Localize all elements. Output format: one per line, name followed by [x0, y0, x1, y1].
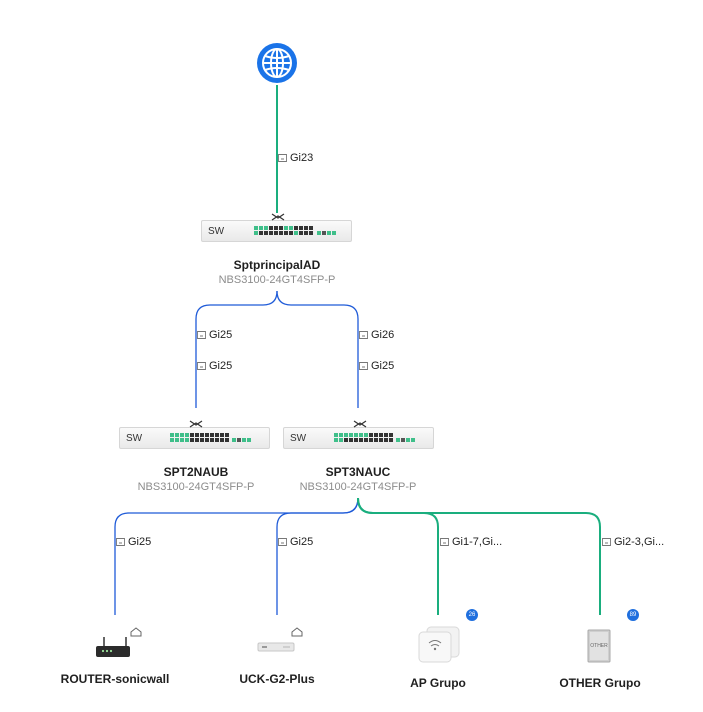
port-icon — [116, 538, 125, 546]
port-icon — [197, 331, 206, 339]
other-count-badge: 89 — [627, 609, 639, 621]
port-text: Gi1-7,Gi... — [452, 536, 503, 548]
switch-core-device[interactable]: SW — [201, 213, 352, 242]
port-icon — [359, 362, 368, 370]
port-label-core-s2-up: Gi25 — [197, 329, 232, 341]
switch-ports — [334, 433, 393, 442]
ap-count-badge: 26 — [466, 609, 478, 621]
port-label-core-s3-up: Gi26 — [359, 329, 394, 341]
port-text: Gi26 — [371, 329, 395, 341]
switch-s3-model: NBS3100-24GT4SFP-P — [299, 481, 417, 493]
port-icon — [602, 538, 611, 546]
endpoint-other-name[interactable]: OTHER Grupo — [559, 676, 641, 690]
switch-logo-icon — [189, 420, 203, 428]
link-s3-ap[interactable] — [357, 497, 439, 615]
other-device-text: OTHER — [590, 643, 608, 649]
switch-core-name[interactable]: SptprincipalAD — [233, 258, 321, 272]
port-icon — [278, 538, 287, 546]
port-text: Gi25 — [128, 536, 152, 548]
link-s3-other[interactable] — [357, 497, 601, 615]
port-icon — [359, 331, 368, 339]
switch-logo-icon — [353, 420, 367, 428]
switch-type-tag: SW — [290, 433, 307, 444]
switch-s2-device[interactable]: SW — [119, 420, 270, 449]
switch-sfp-ports — [232, 438, 251, 442]
link-core-s2[interactable] — [195, 290, 278, 408]
other-group-icon[interactable] — [587, 629, 611, 663]
port-label-uck: Gi25 — [278, 536, 313, 548]
port-text: Gi23 — [290, 152, 314, 164]
switch-ports — [254, 226, 313, 235]
router-device-icon[interactable] — [96, 637, 130, 657]
link-s3-router[interactable] — [114, 497, 359, 615]
switch-logo-icon — [271, 213, 285, 221]
link-core-s3[interactable] — [276, 290, 359, 408]
port-icon — [197, 362, 206, 370]
switch-s3-name[interactable]: SPT3NAUC — [325, 465, 391, 479]
switch-sfp-ports — [317, 231, 336, 235]
endpoint-ap-name[interactable]: AP Grupo — [410, 676, 466, 690]
port-label-ap: Gi1-7,Gi... — [440, 536, 502, 548]
port-text: Gi25 — [371, 360, 395, 372]
uck-device-icon[interactable] — [257, 642, 295, 652]
port-label-other: Gi2-3,Gi... — [602, 536, 664, 548]
link-s3-uck[interactable] — [276, 497, 359, 615]
switch-type-tag: SW — [208, 226, 225, 237]
switch-ports — [170, 433, 229, 442]
endpoint-router-name[interactable]: ROUTER-sonicwall — [60, 672, 170, 686]
port-label-core-s2-down: Gi25 — [197, 360, 232, 372]
endpoint-uck-name[interactable]: UCK-G2-Plus — [239, 672, 315, 686]
switch-s2-name[interactable]: SPT2NAUB — [163, 465, 229, 479]
switch-sfp-ports — [396, 438, 415, 442]
port-text: Gi2-3,Gi... — [614, 536, 665, 548]
port-text: Gi25 — [209, 360, 233, 372]
port-text: Gi25 — [290, 536, 314, 548]
uck-status-icon — [291, 627, 303, 637]
port-label-router: Gi25 — [116, 536, 151, 548]
router-status-icon — [130, 627, 142, 637]
port-icon — [278, 154, 287, 162]
port-label-internet: Gi23 — [278, 152, 313, 164]
ap-group-icon[interactable] — [418, 626, 460, 663]
switch-core-model: NBS3100-24GT4SFP-P — [218, 274, 336, 286]
switch-s3-device[interactable]: SW — [283, 420, 434, 449]
switch-s2-model: NBS3100-24GT4SFP-P — [137, 481, 255, 493]
port-icon — [440, 538, 449, 546]
port-label-core-s3-down: Gi25 — [359, 360, 394, 372]
internet-globe-icon[interactable] — [257, 43, 297, 83]
switch-type-tag: SW — [126, 433, 143, 444]
port-text: Gi25 — [209, 329, 233, 341]
